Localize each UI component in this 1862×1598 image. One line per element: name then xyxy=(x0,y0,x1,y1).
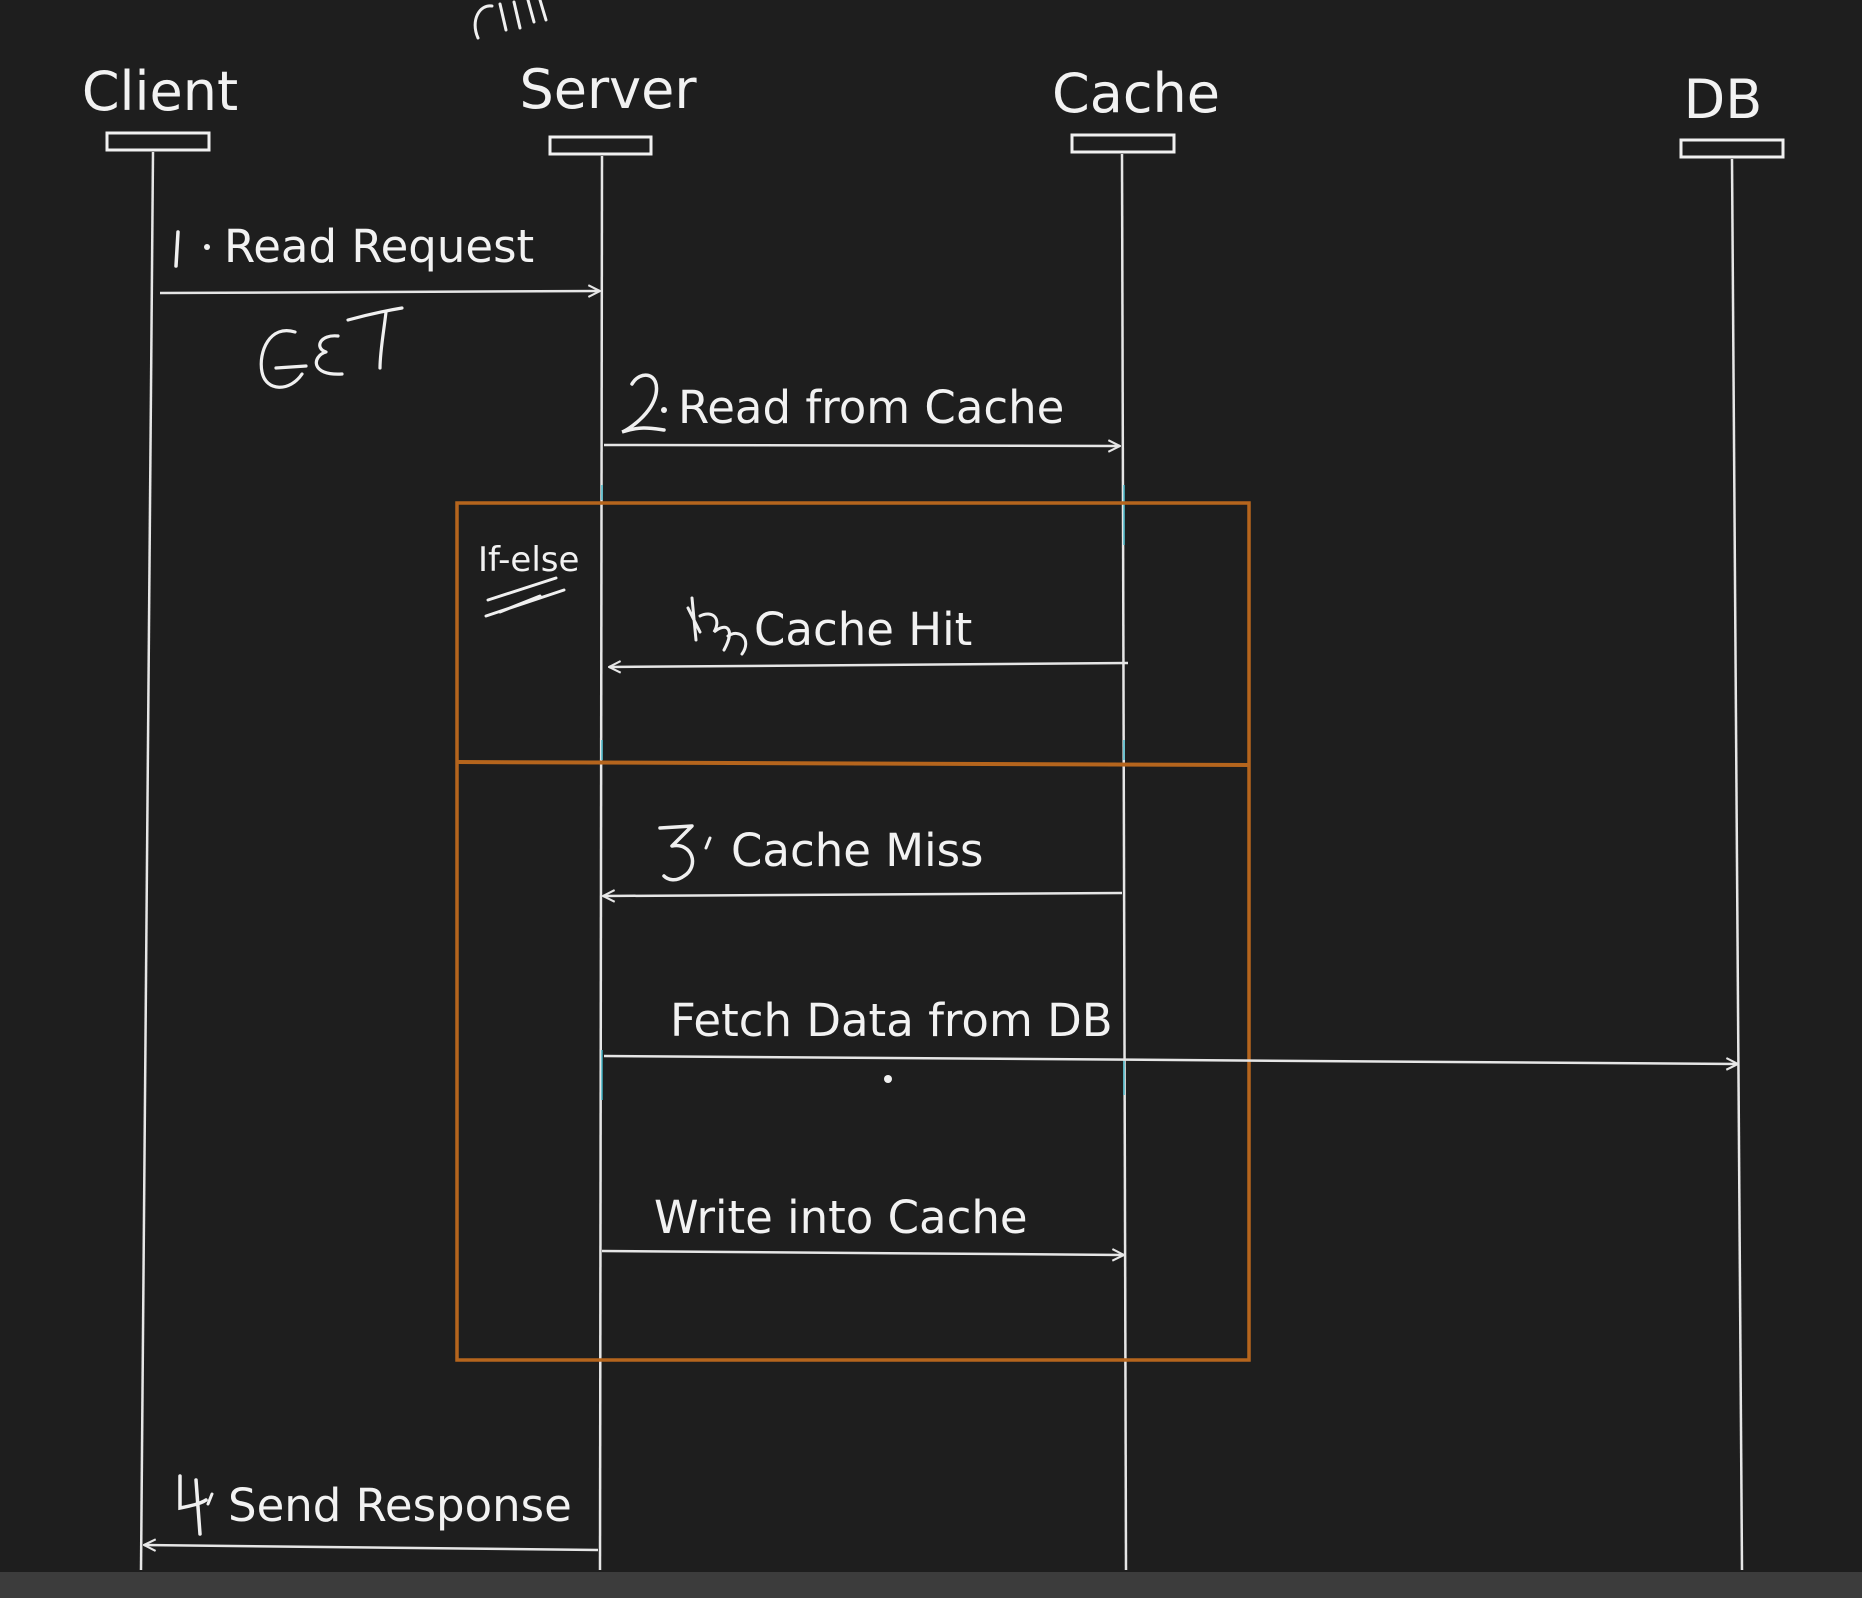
participant-server-box xyxy=(548,135,653,156)
stray-dot xyxy=(884,1075,892,1083)
lifeline-highlights xyxy=(601,485,1125,1100)
step-number-3 xyxy=(658,824,695,882)
message-send-response-arrow xyxy=(144,1545,599,1550)
message-write-cache-label: Write into Cache xyxy=(654,1191,1028,1244)
message-fetch-db-arrow xyxy=(603,1054,1738,1064)
message-cache-hit-arrow xyxy=(609,663,1129,667)
lifeline-cache xyxy=(1120,153,1128,1571)
fragment-operator-scribble xyxy=(484,576,566,618)
fragment-operator-label: If-else xyxy=(478,540,579,580)
handwritten-get-annotation xyxy=(259,306,404,389)
fragment-box xyxy=(455,501,1251,1362)
fragment-divider xyxy=(456,760,1250,767)
cache-hit-scribble xyxy=(686,596,748,656)
message-read-request-arrow xyxy=(159,291,600,293)
participant-client-label: Client xyxy=(82,60,238,123)
step-dot-2 xyxy=(661,407,667,413)
step-dot-4 xyxy=(206,1492,214,1506)
participant-client-box xyxy=(105,131,211,152)
message-fetch-db-label: Fetch Data from DB xyxy=(670,994,1113,1047)
lifeline-server xyxy=(598,155,604,1571)
message-read-cache-label: Read from Cache xyxy=(678,381,1064,434)
participant-db-box xyxy=(1679,138,1785,159)
participant-db-label: DB xyxy=(1684,68,1763,131)
participant-cache-box xyxy=(1070,133,1176,154)
step-number-1 xyxy=(174,230,180,268)
bottom-edge-bar xyxy=(0,1572,1862,1598)
message-read-cache-arrow xyxy=(603,445,1120,446)
step-number-4 xyxy=(178,1474,208,1536)
step-dot-3 xyxy=(704,836,712,850)
message-send-response-label: Send Response xyxy=(228,1479,572,1532)
step-dot-1 xyxy=(204,244,210,250)
lifeline-db xyxy=(1730,158,1744,1571)
participant-cache-label: Cache xyxy=(1052,62,1220,125)
message-cache-miss-arrow xyxy=(603,893,1123,896)
lifeline-client xyxy=(139,151,155,1571)
handwritten-scribble-top xyxy=(473,0,548,40)
message-write-cache-arrow xyxy=(601,1251,1124,1255)
message-cache-hit-label: Cache Hit xyxy=(754,603,972,656)
message-read-request-label: Read Request xyxy=(224,220,534,273)
step-number-2 xyxy=(621,373,666,434)
message-cache-miss-label: Cache Miss xyxy=(731,824,983,877)
participant-server-label: Server xyxy=(519,58,697,121)
